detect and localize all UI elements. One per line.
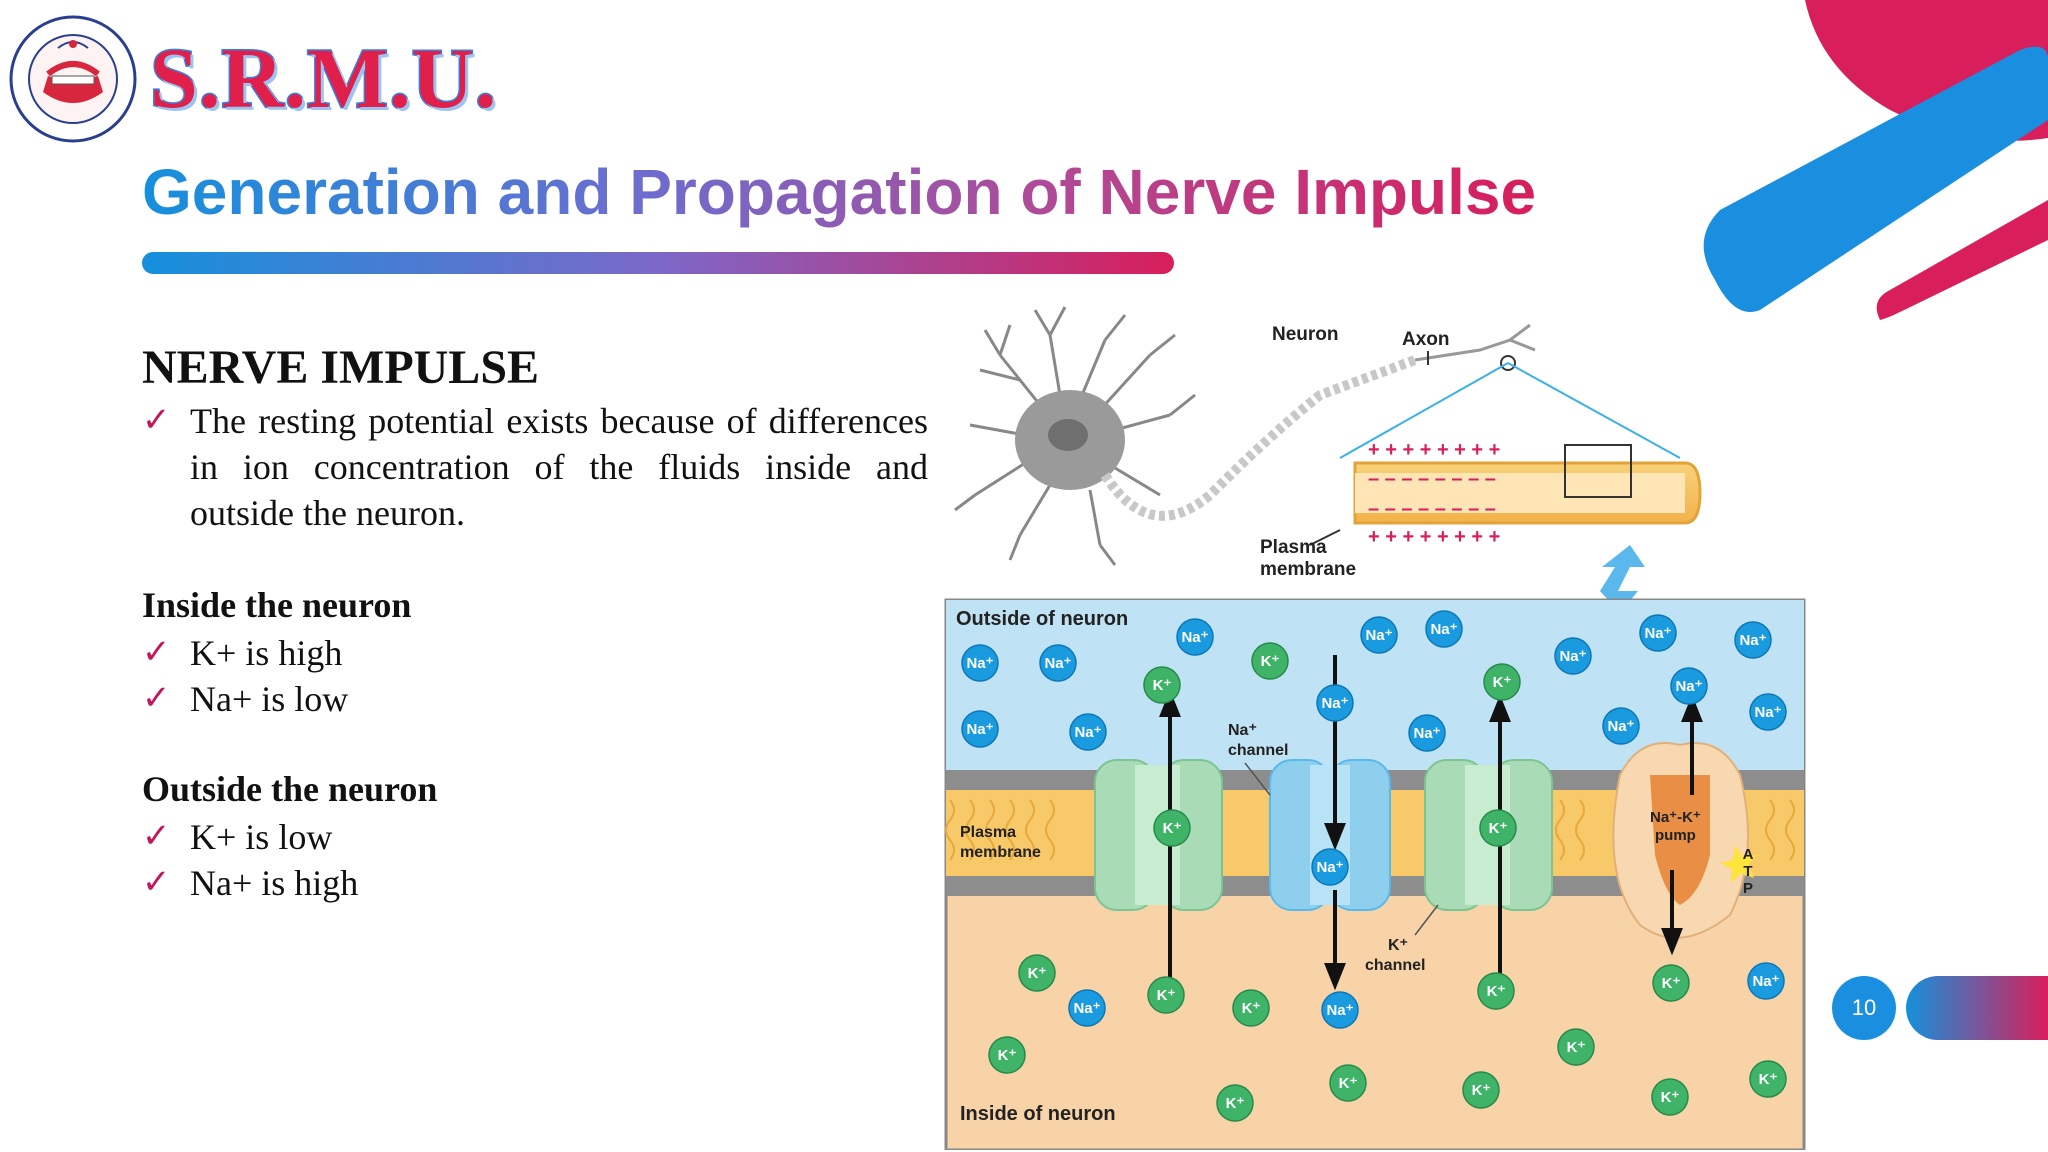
svg-text:K⁺: K⁺: [1489, 820, 1508, 837]
svg-text:Na⁺: Na⁺: [1413, 725, 1440, 742]
list-item-text: Na+ is low: [190, 679, 349, 719]
intro-bullet: ✓ The resting potential exists because o…: [142, 398, 928, 538]
university-seal-logo: [9, 15, 137, 143]
check-icon: ✓: [142, 818, 171, 855]
svg-text:K⁺: K⁺: [1759, 1071, 1778, 1088]
svg-text:Na⁺: Na⁺: [1752, 973, 1779, 990]
list-item-text: K+ is low: [190, 817, 333, 857]
svg-text:+ + + + + + + +: + + + + + + + +: [1368, 526, 1500, 548]
check-icon: ✓: [142, 864, 171, 901]
svg-text:Na⁺: Na⁺: [966, 721, 993, 738]
svg-text:Na⁺: Na⁺: [1321, 695, 1348, 712]
outside-of-neuron-label: Outside of neuron: [956, 608, 1128, 630]
page-number: 10: [1832, 976, 1896, 1040]
list-item-text: K+ is high: [190, 633, 343, 673]
svg-text:Na⁺: Na⁺: [1559, 648, 1586, 665]
list-item: ✓ Na+ is low: [142, 676, 642, 722]
title-underline-bar: [142, 252, 1174, 274]
svg-text:K⁺: K⁺: [1339, 1075, 1358, 1092]
svg-text:Na⁺: Na⁺: [966, 655, 993, 672]
pump-label: Na⁺-K⁺pump: [1650, 809, 1701, 844]
axon-segment: + + + + + + + + + + + + + + + + – – – – …: [1353, 439, 1702, 613]
svg-text:Na⁺: Na⁺: [1644, 625, 1671, 642]
svg-text:K⁺: K⁺: [1157, 987, 1176, 1004]
axon-label: Axon: [1402, 329, 1450, 350]
na-channel-label: Na⁺channel: [1228, 722, 1288, 759]
svg-text:K⁺: K⁺: [1163, 820, 1182, 837]
svg-text:K⁺: K⁺: [1662, 975, 1681, 992]
na-k-pump: [1612, 742, 1757, 939]
svg-text:– – – – – – – –: – – – – – – – –: [1368, 498, 1496, 520]
outside-heading: Outside the neuron: [142, 769, 438, 809]
svg-text:K⁺: K⁺: [1567, 1039, 1586, 1056]
svg-text:Na⁺: Na⁺: [1073, 1000, 1100, 1017]
svg-text:Na⁺: Na⁺: [1326, 1002, 1353, 1019]
svg-text:K⁺: K⁺: [998, 1047, 1017, 1064]
nerve-impulse-diagram: Neuron Axon + + + + + + + + + + + + + + …: [944, 306, 1806, 1150]
svg-text:Na⁺: Na⁺: [1181, 629, 1208, 646]
svg-text:Na⁺: Na⁺: [1316, 859, 1343, 876]
ion-flow-arrows: [1159, 655, 1703, 991]
svg-text:Na⁺: Na⁺: [1044, 655, 1071, 672]
svg-text:Na⁺: Na⁺: [1607, 718, 1634, 735]
svg-text:Na⁺: Na⁺: [1675, 678, 1702, 695]
svg-text:– – – – – – – –: – – – – – – – –: [1368, 468, 1496, 490]
list-item: ✓ K+ is low: [142, 814, 642, 860]
svg-text:K⁺: K⁺: [1153, 677, 1172, 694]
svg-text:K⁺: K⁺: [1472, 1082, 1491, 1099]
neuron-illustration: [954, 306, 1681, 566]
svg-text:+ + + + + + + +: + + + + + + + +: [1368, 439, 1500, 461]
svg-text:Na⁺: Na⁺: [1739, 632, 1766, 649]
k-channel-label: K⁺channel: [1365, 937, 1425, 974]
check-icon: ✓: [142, 680, 171, 717]
membrane-detail-panel: [944, 598, 1806, 1150]
corner-decoration: [1703, 0, 2048, 320]
intro-bullet-text: The resting potential exists because of …: [190, 401, 928, 533]
list-item: ✓ Na+ is high: [142, 860, 642, 906]
inside-heading: Inside the neuron: [142, 585, 412, 625]
svg-text:K⁺: K⁺: [1261, 653, 1280, 670]
svg-text:K⁺: K⁺: [1226, 1095, 1245, 1112]
svg-text:K⁺: K⁺: [1028, 965, 1047, 982]
svg-text:K⁺: K⁺: [1661, 1089, 1680, 1106]
svg-text:Na⁺: Na⁺: [1074, 724, 1101, 741]
list-item-text: Na+ is high: [190, 863, 359, 903]
inside-of-neuron-label: Inside of neuron: [960, 1103, 1116, 1125]
ion-particles: Na⁺Na⁺Na⁺ Na⁺Na⁺Na⁺ Na⁺Na⁺Na⁺ Na⁺Na⁺Na⁺ …: [961, 610, 1787, 1122]
list-item: ✓ K+ is high: [142, 630, 642, 676]
check-icon: ✓: [142, 402, 171, 439]
page-tab-decoration: [1906, 976, 2048, 1040]
section-heading: NERVE IMPULSE: [142, 341, 540, 394]
svg-text:Na⁺: Na⁺: [1365, 627, 1392, 644]
check-icon: ✓: [142, 634, 171, 671]
brand-wordmark: S.R.M.U.: [148, 29, 498, 128]
svg-text:K⁺: K⁺: [1242, 1000, 1261, 1017]
svg-text:Na⁺: Na⁺: [1754, 704, 1781, 721]
page-title: Generation and Propagation of Nerve Impu…: [142, 152, 1536, 232]
svg-text:Na⁺: Na⁺: [1430, 621, 1457, 638]
svg-text:K⁺: K⁺: [1487, 983, 1506, 1000]
svg-text:K⁺: K⁺: [1493, 674, 1512, 691]
neuron-label: Neuron: [1272, 324, 1339, 345]
